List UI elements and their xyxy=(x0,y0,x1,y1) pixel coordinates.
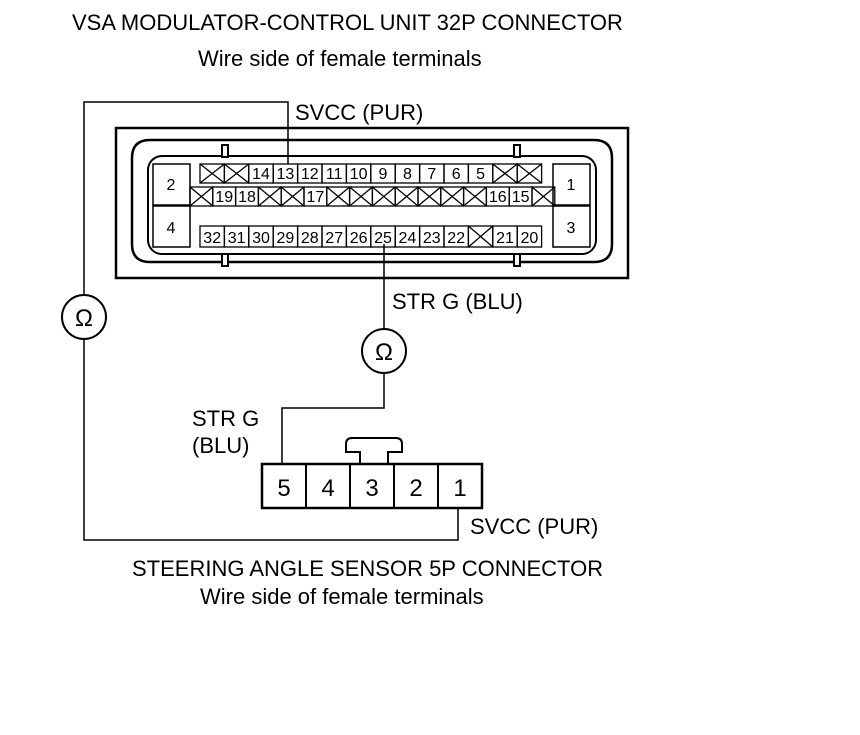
terminal-cross-mark xyxy=(492,163,518,184)
unused-terminal xyxy=(531,186,556,207)
terminal-number-18: 18 xyxy=(238,189,256,206)
terminal-number-10: 10 xyxy=(350,166,368,183)
terminal-number-32: 32 xyxy=(203,230,221,247)
terminal-cross-mark xyxy=(371,186,396,207)
terminal-number-27: 27 xyxy=(325,230,343,247)
sensor-pin-5: 5 xyxy=(277,475,290,502)
terminal-number-17: 17 xyxy=(307,189,325,206)
terminal-number-19: 19 xyxy=(215,189,233,206)
terminal-cross-mark xyxy=(467,225,494,248)
sensor-pin-2: 2 xyxy=(409,475,422,502)
connector-latch xyxy=(345,437,403,465)
sensor-5p-connector: 5 4 3 2 1 xyxy=(260,437,484,510)
terminal-number-7: 7 xyxy=(427,166,436,183)
strg-label-right: STR G (BLU) xyxy=(392,289,523,314)
strg-wire xyxy=(281,244,385,464)
pin-1: 1 xyxy=(567,177,576,194)
svcc-label-top: SVCC (PUR) xyxy=(295,100,423,125)
terminal-number-12: 12 xyxy=(301,166,319,183)
terminal-cross-mark xyxy=(531,186,556,207)
connector-outer-frame xyxy=(114,126,630,280)
terminal-number-26: 26 xyxy=(350,230,368,247)
terminal-number-16: 16 xyxy=(489,189,507,206)
terminal-cross-mark xyxy=(224,163,250,184)
svcc-wire xyxy=(83,101,459,541)
terminal-cross-mark xyxy=(516,163,542,184)
ohmmeter-left: Ω xyxy=(61,294,107,340)
terminal-cross-mark xyxy=(257,186,282,207)
terminal-number-23: 23 xyxy=(423,230,441,247)
svcc-label-bottom: SVCC (PUR) xyxy=(470,514,598,539)
terminal-number-15: 15 xyxy=(512,189,530,206)
sensor-pin-1: 1 xyxy=(453,475,466,502)
vsa-connector-subtitle: Wire side of female terminals xyxy=(198,46,482,71)
unused-terminal xyxy=(516,163,543,184)
terminal-number-6: 6 xyxy=(452,166,461,183)
terminal-number-28: 28 xyxy=(301,230,319,247)
ohmmeter-right: Ω xyxy=(361,328,407,374)
terminal-number-31: 31 xyxy=(228,230,246,247)
terminal-number-9: 9 xyxy=(379,166,388,183)
terminal-number-24: 24 xyxy=(399,230,417,247)
connector-body-outline xyxy=(130,138,614,264)
vsa-32p-connector xyxy=(114,126,630,280)
terminal-number-14: 14 xyxy=(252,166,270,183)
terminal-number-29: 29 xyxy=(277,230,295,247)
terminal-cross-mark xyxy=(463,186,487,207)
sensor-pin-3: 3 xyxy=(365,475,378,502)
connector-keys xyxy=(221,144,521,267)
sensor-connector-title: STEERING ANGLE SENSOR 5P CONNECTOR xyxy=(132,556,603,581)
terminal-cross-mark xyxy=(394,186,419,207)
terminal-number-30: 30 xyxy=(252,230,270,247)
terminal-number-22: 22 xyxy=(447,230,465,247)
terminal-number-21: 21 xyxy=(496,230,514,247)
strg-label-left-1: STR G xyxy=(192,406,259,431)
vsa-connector-title: VSA MODULATOR-CONTROL UNIT 32P CONNECTOR xyxy=(72,10,623,35)
pin-3: 3 xyxy=(567,220,576,237)
terminal-cross-mark xyxy=(189,186,214,207)
pin-4: 4 xyxy=(167,220,176,237)
connector-inner-face xyxy=(147,155,597,255)
terminal-number-8: 8 xyxy=(403,166,412,183)
terminal-number-5: 5 xyxy=(476,166,485,183)
terminal-number-13: 13 xyxy=(277,166,295,183)
terminal-cross-mark xyxy=(199,163,225,184)
strg-label-left-2: (BLU) xyxy=(192,433,249,458)
terminal-number-11: 11 xyxy=(326,166,343,183)
sensor-connector-subtitle: Wire side of female terminals xyxy=(200,584,484,609)
terminal-cross-mark xyxy=(326,186,351,207)
ohm-symbol-right: Ω xyxy=(375,339,393,366)
pin-2: 2 xyxy=(167,177,176,194)
ohm-symbol-left: Ω xyxy=(75,305,93,332)
terminal-cross-mark xyxy=(280,186,305,207)
terminal-cross-mark xyxy=(349,186,373,207)
terminal-cross-mark xyxy=(440,186,465,207)
terminal-20 xyxy=(516,225,543,248)
vsa-side-pins: 2 4 1 3 xyxy=(152,163,591,248)
terminal-number-25: 25 xyxy=(374,230,392,247)
terminal-number-20: 20 xyxy=(521,230,539,247)
terminal-cross-mark xyxy=(417,186,442,207)
sensor-pin-4: 4 xyxy=(321,475,334,502)
